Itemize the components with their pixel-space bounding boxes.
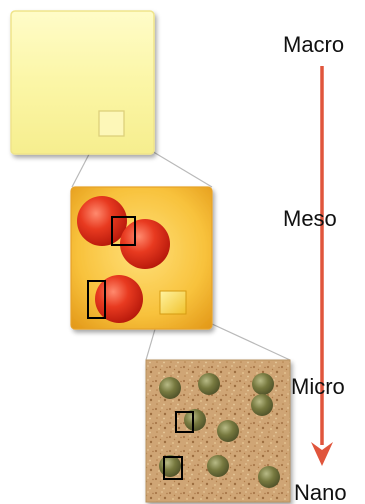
micro-square bbox=[145, 359, 291, 503]
red-sphere bbox=[120, 219, 170, 269]
green-particle bbox=[258, 466, 280, 488]
green-particle bbox=[207, 455, 229, 477]
green-particle bbox=[159, 455, 181, 477]
green-particle bbox=[198, 373, 220, 395]
label-micro: Micro bbox=[291, 374, 345, 399]
green-particle bbox=[159, 377, 181, 399]
meso-square bbox=[70, 186, 213, 330]
meso-zoom-square bbox=[159, 290, 187, 315]
selection-box bbox=[87, 280, 106, 319]
green-particle bbox=[184, 409, 206, 431]
macro-square bbox=[10, 10, 155, 155]
green-particle bbox=[251, 394, 273, 416]
macro-zoom-square bbox=[98, 110, 125, 137]
selection-box bbox=[163, 456, 183, 480]
red-sphere bbox=[77, 196, 127, 246]
green-particle bbox=[217, 420, 239, 442]
scale-arrow bbox=[311, 66, 333, 466]
label-macro: Macro bbox=[283, 32, 344, 57]
red-sphere bbox=[95, 275, 143, 323]
label-meso: Meso bbox=[283, 206, 337, 231]
selection-box bbox=[175, 411, 194, 433]
selection-box bbox=[111, 216, 136, 246]
label-nano: Nano bbox=[294, 480, 347, 504]
green-particle bbox=[252, 373, 274, 395]
